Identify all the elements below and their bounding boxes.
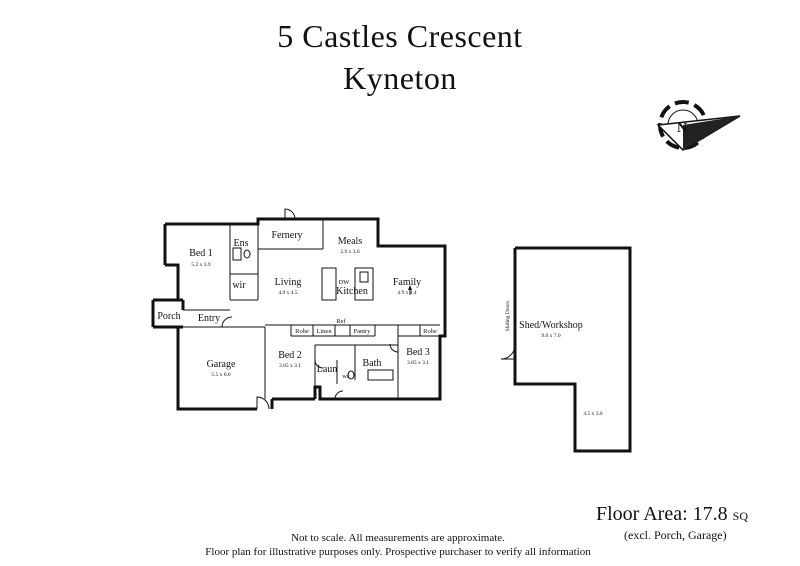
- room-family-label: Family: [393, 277, 421, 288]
- compass-icon: N: [656, 100, 741, 151]
- svg-text:N: N: [677, 121, 687, 136]
- room-wc-label: wc: [342, 373, 350, 380]
- room-bed1-dim: 5.2 x 3.9: [191, 262, 211, 268]
- room-fernery-label: Fernery: [271, 230, 302, 241]
- floor-area-unit: SQ: [732, 509, 748, 523]
- room-pantry-label: Pantry: [354, 328, 372, 335]
- room-laun-label: Laun: [317, 364, 338, 375]
- room-shed-label: Shed/Workshop: [519, 320, 583, 331]
- room-bed3-dim: 3.85 x 3.1: [407, 360, 429, 366]
- room-garage-dim: 5.5 x 6.0: [211, 372, 231, 378]
- room-bed1-label: Bed 1: [189, 248, 213, 259]
- room-dw-label: DW: [339, 279, 351, 286]
- room-ref-label: Ref: [336, 318, 346, 325]
- room-meals-dim: 2.9 x 3.6: [340, 249, 360, 255]
- room-living-label: Living: [275, 277, 302, 288]
- room-robe1-label: Robe: [295, 328, 309, 335]
- sliding-doors-label: Sliding Doors: [505, 301, 511, 332]
- room-linen-label: Linen: [316, 328, 332, 335]
- floor-area-exclusions: (excl. Porch, Garage): [624, 528, 727, 542]
- shed-walls: [500, 246, 632, 453]
- room-shed-extra-dim: 4.5 x 3.0: [583, 411, 603, 417]
- address-title: 5 Castles Crescent: [277, 18, 523, 54]
- disclaimer-scale: Not to scale. All measurements are appro…: [291, 532, 505, 544]
- house-walls: [151, 208, 447, 411]
- floor-area-value: Floor Area: 17.8: [596, 503, 728, 525]
- room-kitchen-label: Kitchen: [336, 286, 368, 297]
- room-bed3-label: Bed 3: [406, 347, 430, 358]
- room-porch-label: Porch: [157, 311, 180, 322]
- room-ens-label: Ens: [234, 238, 249, 249]
- floor-area: Floor Area: 17.8 SQ: [596, 503, 748, 526]
- room-bed2-dim: 3.85 x 3.1: [279, 363, 301, 369]
- room-meals-label: Meals: [338, 236, 363, 247]
- room-living-dim: 4.9 x 4.5: [278, 290, 298, 296]
- room-bath-label: Bath: [363, 358, 382, 369]
- room-entry-label: Entry: [198, 313, 220, 324]
- room-robe2-label: Robe: [423, 328, 437, 335]
- room-garage-label: Garage: [207, 359, 236, 370]
- room-family-dim: 4.9 x 4.4: [397, 290, 417, 296]
- suburb-title: Kyneton: [343, 60, 457, 96]
- room-wir-label: wir: [232, 280, 246, 291]
- disclaimer-illustrative: Floor plan for illustrative purposes onl…: [205, 546, 591, 558]
- room-shed-dim: 9.0 x 7.0: [541, 333, 561, 339]
- room-bed2-label: Bed 2: [278, 350, 302, 361]
